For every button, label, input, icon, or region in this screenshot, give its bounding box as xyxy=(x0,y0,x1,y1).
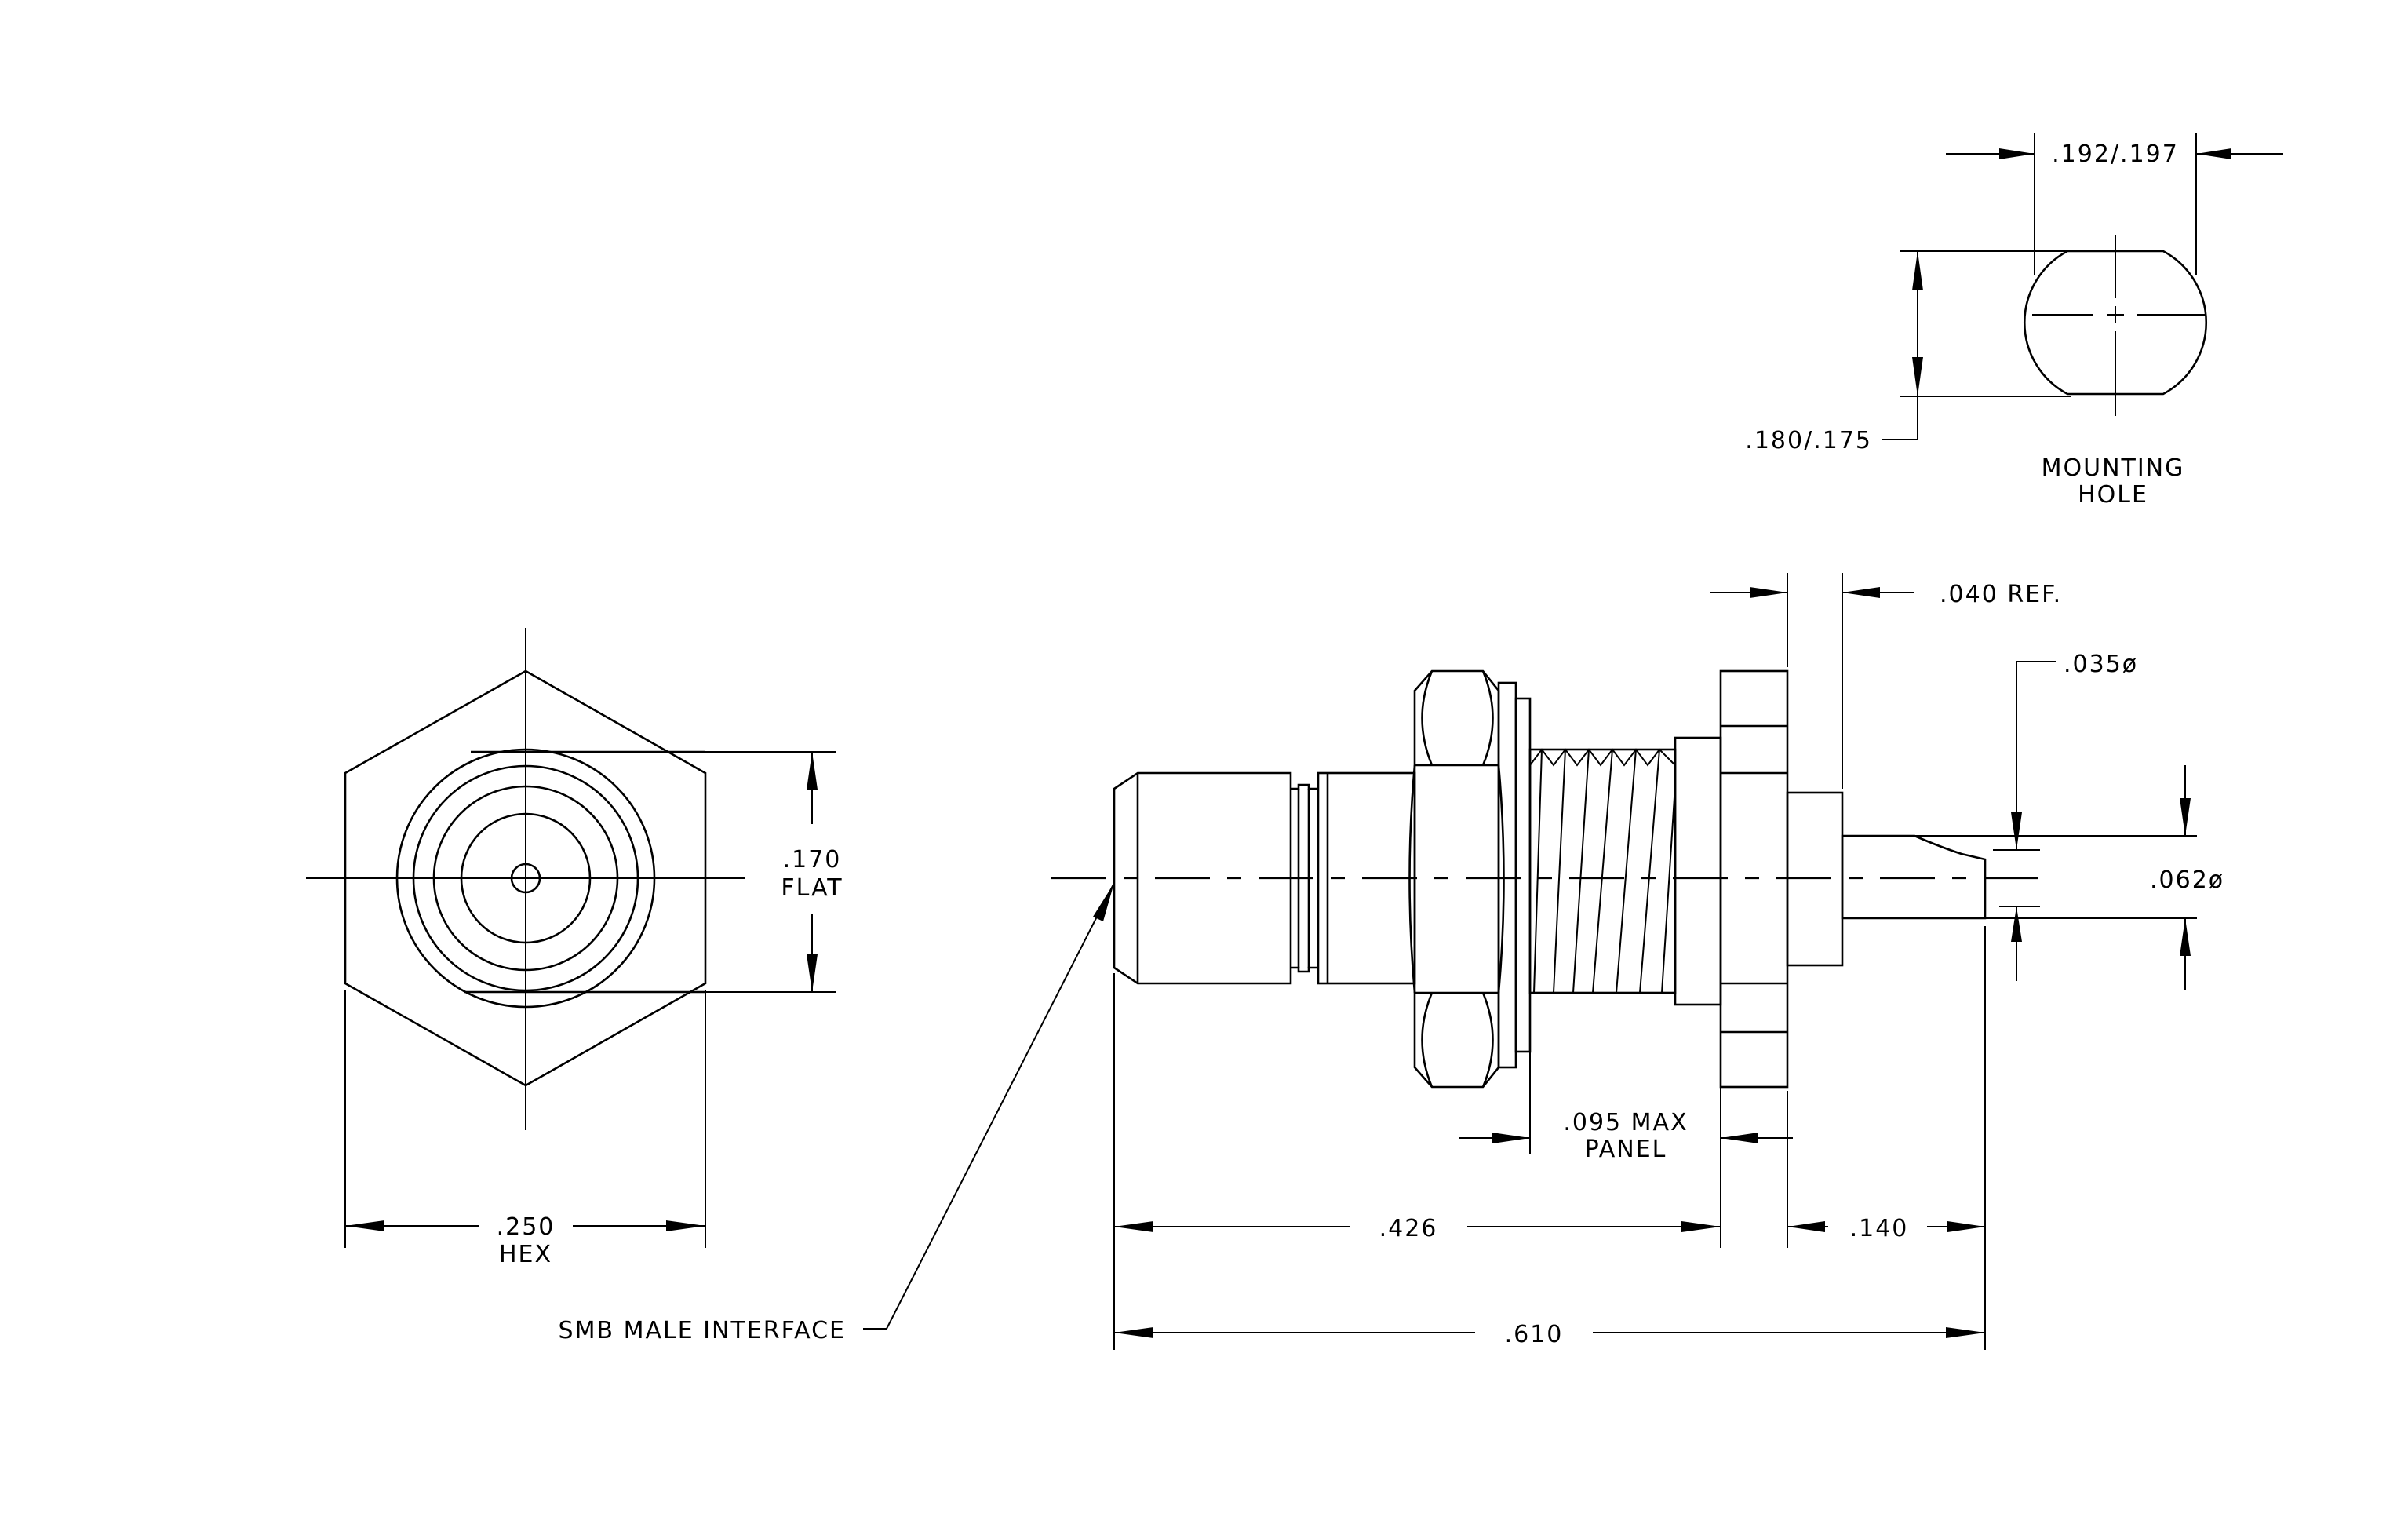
ref-dim: .040 REF. xyxy=(1940,581,2062,608)
side-view-dimensions: .040 REF. .035ø .062ø .095 MAX PANEL xyxy=(1113,573,2224,1350)
solder-cup-pin xyxy=(1841,834,1987,920)
interface-callout-label: SMB MALE INTERFACE xyxy=(559,1317,846,1344)
front-view: .170 FLAT .250 HEX xyxy=(306,628,843,1268)
length-a-dim: .426 xyxy=(1379,1215,1438,1242)
contact-dim: .062ø xyxy=(2150,866,2224,894)
mounting-hole-label-1: MOUNTING xyxy=(2042,454,2185,482)
length-b-dim: .140 xyxy=(1850,1215,1909,1242)
panel-label: PANEL xyxy=(1585,1136,1667,1163)
hex-dim: .250 xyxy=(497,1213,556,1241)
panel-dim: .095 MAX xyxy=(1563,1109,1688,1136)
mounting-hole-view: .192/.197 .180/.175 MOUNTING HOLE xyxy=(1745,133,2283,509)
hole-height-dim: .180/.175 xyxy=(1745,427,1872,454)
mounting-hole-label-2: HOLE xyxy=(2078,481,2148,509)
interface-callout: SMB MALE INTERFACE xyxy=(559,882,1115,1344)
lock-washer xyxy=(1497,681,1517,1069)
hole-width-dim: .192/.197 xyxy=(2052,140,2179,168)
flat-dim: .170 xyxy=(783,846,842,874)
mounting-hole-outline xyxy=(2024,250,2207,396)
overall-length-dim: .610 xyxy=(1505,1321,1564,1348)
flat-label: FLAT xyxy=(781,874,843,902)
pin-dim: .035ø xyxy=(2064,651,2138,678)
side-view xyxy=(1051,669,2040,1089)
hex-label: HEX xyxy=(499,1241,552,1268)
